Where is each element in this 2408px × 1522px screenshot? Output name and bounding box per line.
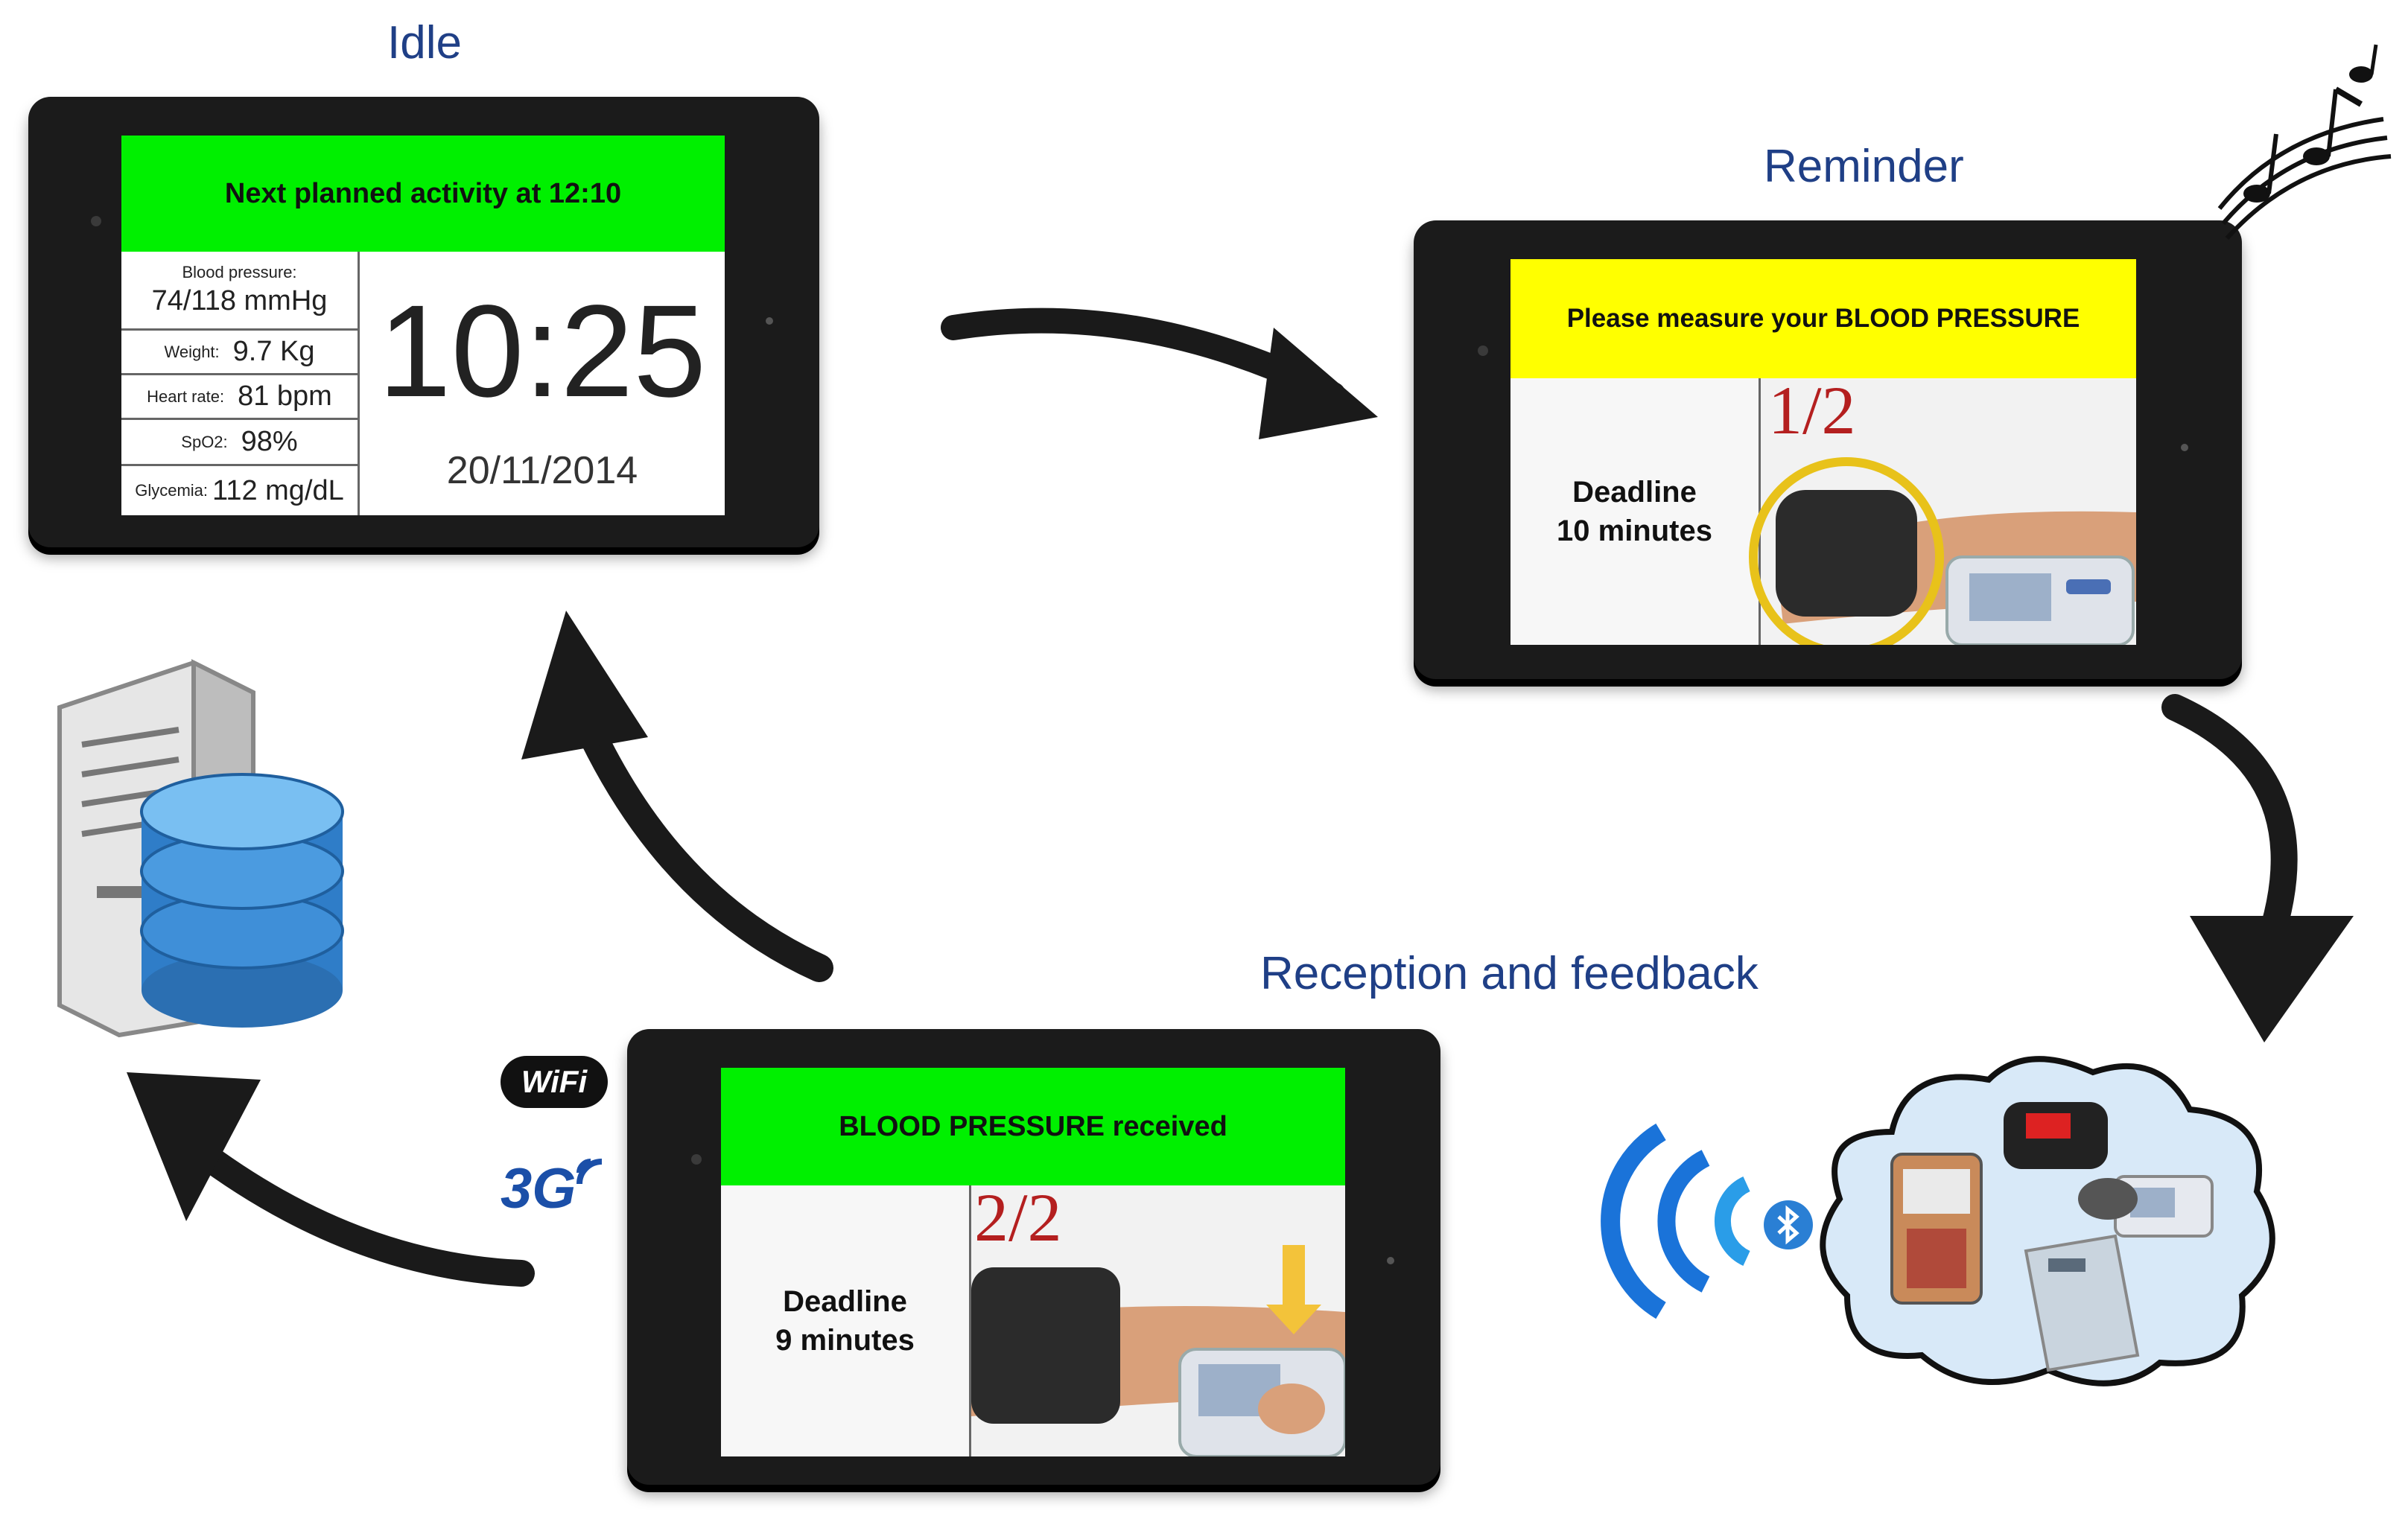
3g-badge: 3G	[501, 1147, 612, 1221]
reminder-screen: Please measure your BLOOD PRESSURE Deadl…	[1510, 259, 2136, 645]
reminder-banner: Please measure your BLOOD PRESSURE	[1510, 259, 2136, 378]
deadline-time: 10 minutes	[1557, 515, 1712, 547]
vital-value: 112 mg/dL	[212, 474, 344, 506]
vital-row-glycemia: Glycemia: 112 mg/dL	[121, 466, 358, 515]
vital-label: Blood pressure:	[182, 263, 297, 281]
vital-label: Glycemia:	[135, 481, 209, 500]
music-notes-icon	[2217, 44, 2392, 241]
idle-date: 20/11/2014	[446, 449, 638, 492]
reception-deadline: Deadline 9 minutes	[721, 1185, 971, 1456]
vital-label: Weight:	[164, 342, 220, 361]
vital-value: 9.7 Kg	[232, 336, 315, 367]
wifi-badge: WiFi	[501, 1056, 608, 1108]
reminder-deadline: Deadline 10 minutes	[1510, 378, 1761, 645]
reception-step: 2/2	[974, 1179, 1062, 1255]
arrow-reception-to-server	[127, 1072, 535, 1287]
tablet-camera	[1478, 346, 1488, 356]
server-database-icon	[57, 659, 344, 1038]
tablet-camera	[691, 1154, 702, 1165]
arrow-reminder-to-devices	[2161, 694, 2354, 1042]
vital-row-spo2: SpO2: 98%	[121, 420, 358, 466]
signal-arcs-icon	[576, 1159, 603, 1185]
arrow-idle-to-reminder	[941, 308, 1378, 439]
tablet-sensor	[1387, 1257, 1394, 1264]
idle-tablet: Next planned activity at 12:10 Blood pre…	[28, 97, 819, 547]
idle-title: Idle	[387, 17, 462, 69]
vital-value: 81 bpm	[238, 380, 332, 412]
vital-value: 98%	[241, 426, 298, 457]
deadline-time: 9 minutes	[775, 1324, 915, 1357]
reception-screen: BLOOD PRESSURE received Deadline 9 minut…	[721, 1068, 1345, 1456]
reminder-step: 1/2	[1768, 372, 1856, 448]
vital-row-heart-rate: Heart rate: 81 bpm	[121, 375, 358, 420]
reception-tablet: BLOOD PRESSURE received Deadline 9 minut…	[627, 1029, 1440, 1485]
reminder-tablet: Please measure your BLOOD PRESSURE Deadl…	[1414, 220, 2242, 679]
bluetooth-icon	[1764, 1200, 1813, 1249]
deadline-label: Deadline	[783, 1285, 907, 1318]
arrow-reception-to-idle	[521, 611, 833, 982]
reception-title: Reception and feedback	[1260, 948, 1759, 999]
vital-row-blood-pressure: Blood pressure: 74/118 mmHg	[121, 252, 358, 331]
medical-devices-cloud-icon	[1820, 1056, 2275, 1386]
reception-banner: BLOOD PRESSURE received	[721, 1068, 1345, 1185]
vital-row-weight: Weight: 9.7 Kg	[121, 331, 358, 375]
vital-value: 74/118 mmHg	[151, 285, 328, 316]
tablet-sensor	[766, 317, 773, 325]
vital-label: Heart rate:	[147, 386, 225, 406]
reminder-title: Reminder	[1764, 141, 1964, 192]
tablet-camera	[91, 216, 101, 226]
blood-pressure-cuff-photo	[1749, 378, 2136, 645]
idle-clock: 10:25	[378, 278, 707, 424]
deadline-label: Deadline	[1572, 476, 1697, 509]
3g-label: 3G	[501, 1157, 576, 1220]
idle-banner: Next planned activity at 12:10	[121, 136, 725, 252]
vital-label: SpO2:	[181, 432, 228, 451]
wifi-label: WiFi	[521, 1064, 588, 1099]
blood-pressure-monitor-photo	[971, 1185, 1345, 1456]
idle-screen: Next planned activity at 12:10 Blood pre…	[121, 136, 725, 515]
vitals-panel: Blood pressure: 74/118 mmHg Weight: 9.7 …	[121, 252, 360, 515]
tablet-sensor	[2181, 444, 2188, 451]
